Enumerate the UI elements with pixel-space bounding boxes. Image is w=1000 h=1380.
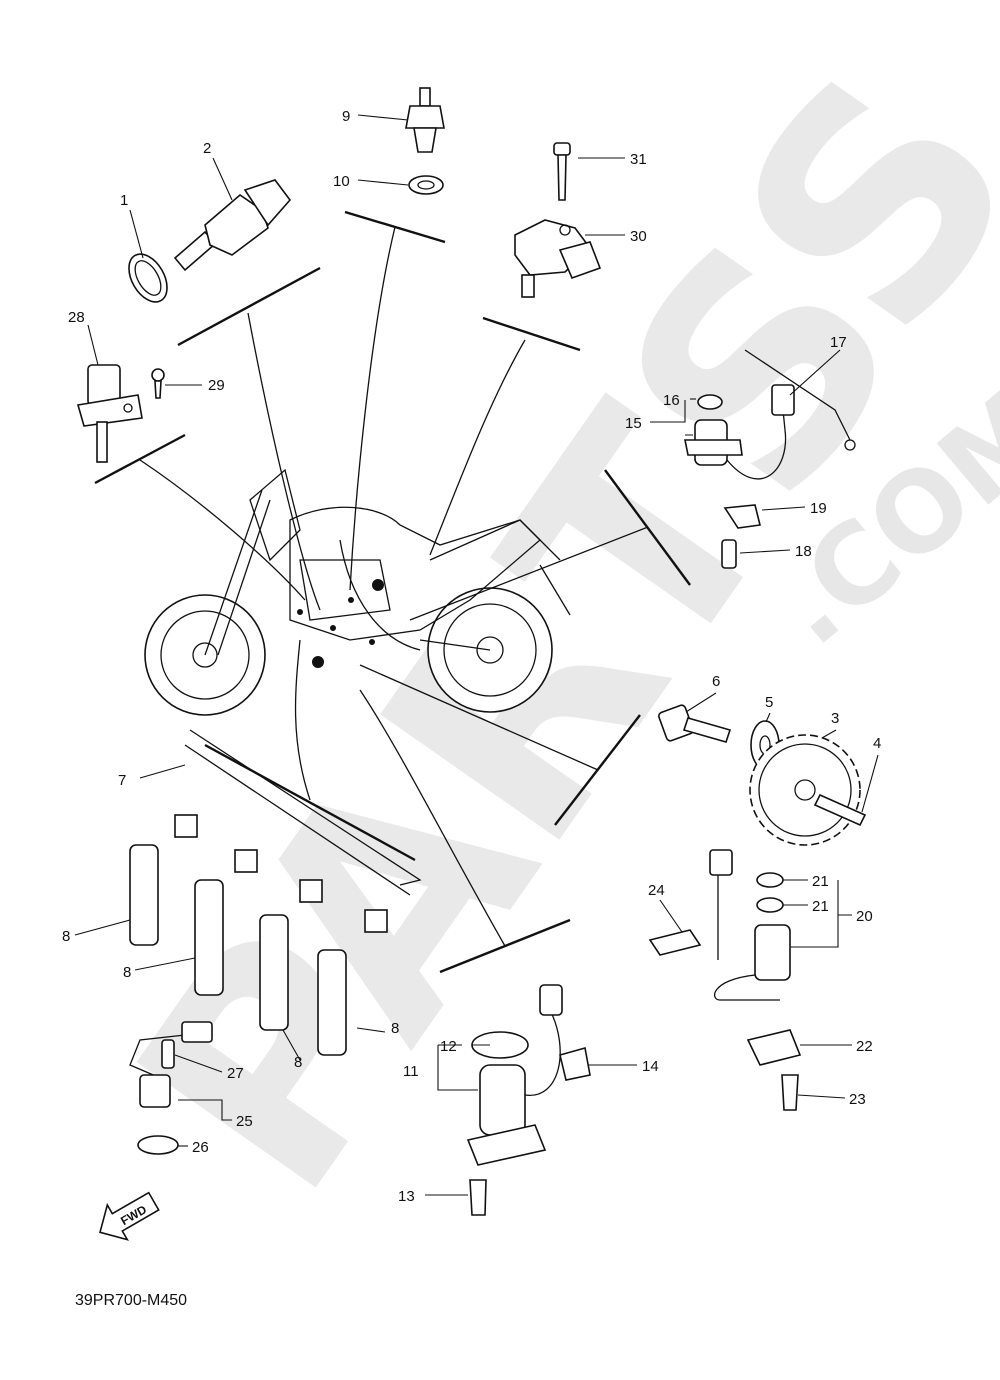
callout-3: 3 bbox=[831, 710, 839, 727]
callout-7: 7 bbox=[118, 772, 126, 789]
part-28-sensor bbox=[76, 364, 143, 463]
part-23-bolt bbox=[781, 1074, 799, 1111]
callout-leaders bbox=[74, 114, 879, 1196]
part-1-gasket bbox=[128, 253, 168, 303]
part-11-sensor bbox=[466, 984, 563, 1166]
part-30-sensor bbox=[514, 219, 602, 298]
diagram-code: 39PR700-M450 bbox=[75, 1292, 187, 1309]
callout-31: 31 bbox=[630, 151, 647, 168]
callout-4: 4 bbox=[873, 735, 881, 752]
part-6-bolt bbox=[658, 704, 732, 743]
callout-8-d: 8 bbox=[391, 1020, 399, 1037]
callout-12: 12 bbox=[440, 1038, 457, 1055]
callout-5: 5 bbox=[765, 694, 773, 711]
callout-29: 29 bbox=[208, 377, 225, 394]
callout-21-a: 21 bbox=[812, 873, 829, 890]
callout-20: 20 bbox=[856, 908, 873, 925]
callout-14: 14 bbox=[642, 1058, 659, 1075]
part-19-clamp bbox=[723, 504, 761, 529]
part-8-coils bbox=[129, 844, 347, 1056]
callout-8-b: 8 bbox=[123, 964, 131, 981]
callout-21-b: 21 bbox=[812, 898, 829, 915]
fwd-arrow-icon: FWD bbox=[99, 1191, 160, 1241]
callout-16: 16 bbox=[663, 392, 680, 409]
part-13-bolt bbox=[469, 1179, 487, 1216]
callout-15: 15 bbox=[625, 415, 642, 432]
callout-26: 26 bbox=[192, 1139, 209, 1156]
part-25-sensor bbox=[129, 1021, 213, 1108]
callout-1: 1 bbox=[120, 192, 128, 209]
part-4-shaft bbox=[813, 793, 867, 827]
part-20-sensor bbox=[709, 849, 791, 1001]
callout-27: 27 bbox=[227, 1065, 244, 1082]
callout-8-a: 8 bbox=[62, 928, 70, 945]
callout-10: 10 bbox=[333, 173, 350, 190]
part-18-bolt bbox=[721, 539, 737, 569]
part-31-screw bbox=[553, 142, 571, 201]
callout-13: 13 bbox=[398, 1188, 415, 1205]
callout-24: 24 bbox=[648, 882, 665, 899]
part-10-washer bbox=[408, 175, 444, 195]
callout-17: 17 bbox=[830, 334, 847, 351]
callout-18: 18 bbox=[795, 543, 812, 560]
callout-22: 22 bbox=[856, 1038, 873, 1055]
callout-30: 30 bbox=[630, 228, 647, 245]
motorcycle-illustration bbox=[144, 468, 571, 716]
part-3-gear bbox=[749, 734, 861, 846]
part-22-plate bbox=[746, 1029, 802, 1066]
part-29-screw bbox=[151, 368, 165, 399]
callout-6: 6 bbox=[712, 673, 720, 690]
part-2-sensor bbox=[173, 179, 292, 272]
callout-2: 2 bbox=[203, 140, 211, 157]
callout-25: 25 bbox=[236, 1113, 253, 1130]
part-7-harness bbox=[174, 729, 422, 933]
part-21-o-rings bbox=[756, 872, 784, 913]
leader-lines bbox=[94, 210, 691, 974]
part-24-clamp bbox=[648, 929, 702, 956]
callout-23: 23 bbox=[849, 1091, 866, 1108]
callout-11: 11 bbox=[403, 1063, 419, 1080]
callout-28: 28 bbox=[68, 309, 85, 326]
part-17-wire bbox=[744, 349, 856, 451]
callout-8-c: 8 bbox=[294, 1054, 302, 1071]
callout-9: 9 bbox=[342, 108, 350, 125]
part-26-o-ring bbox=[137, 1135, 179, 1155]
part-16-o-ring bbox=[697, 394, 723, 410]
part-9-switch bbox=[405, 87, 445, 153]
part-15-sensor bbox=[684, 384, 795, 480]
callout-19: 19 bbox=[810, 500, 827, 517]
part-27-bolt bbox=[161, 1039, 175, 1069]
callout-labels: 1 2 3 4 5 6 7 8 8 8 8 9 10 11 12 13 14 1… bbox=[62, 108, 881, 1205]
part-14-clamp bbox=[559, 1046, 591, 1081]
